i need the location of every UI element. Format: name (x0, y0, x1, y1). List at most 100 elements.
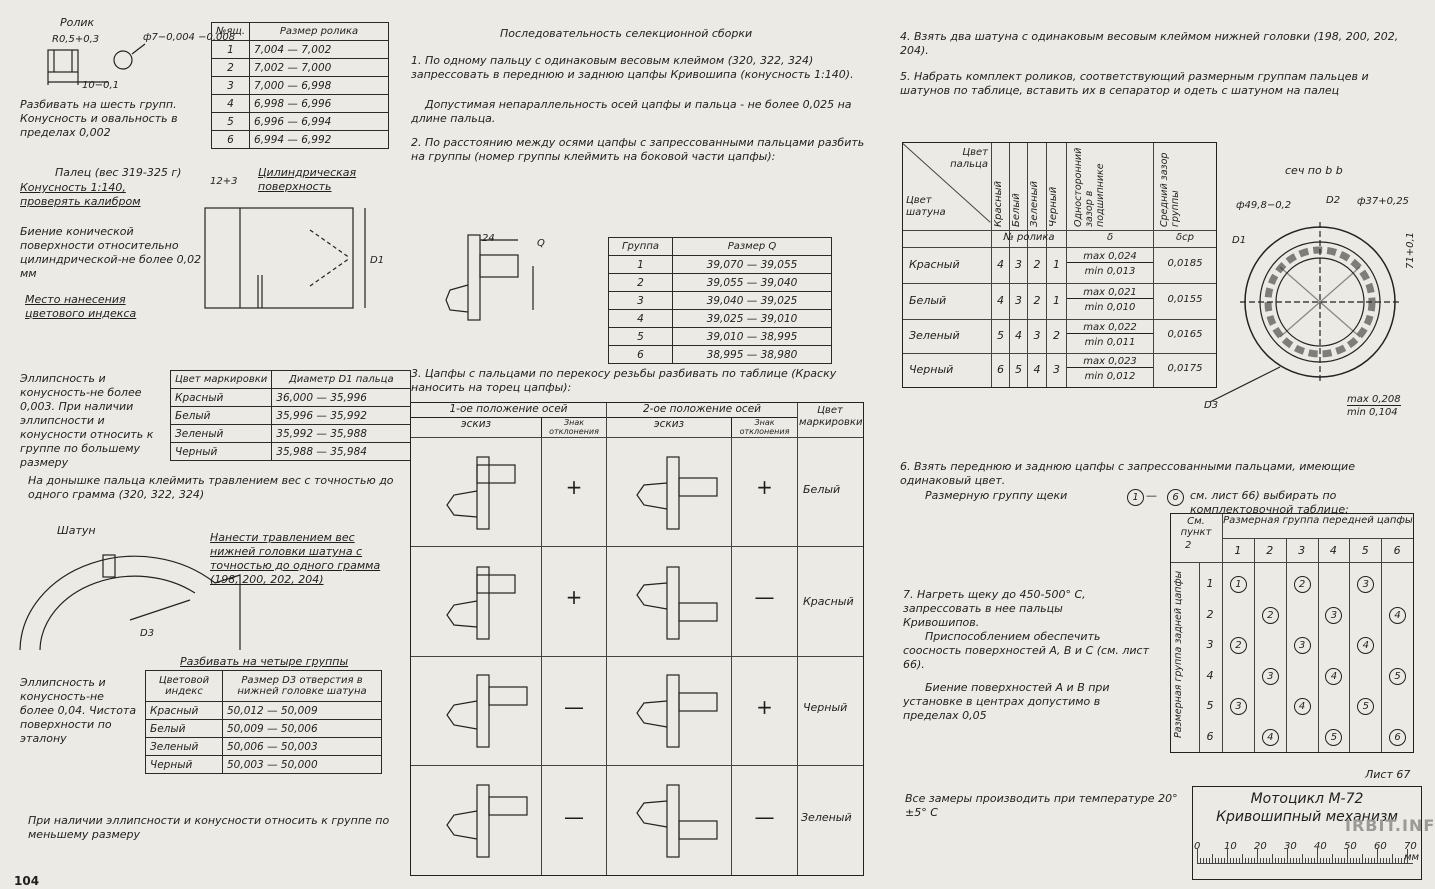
scale-tick (1344, 858, 1345, 863)
scale-tick (1320, 858, 1321, 863)
ct-col: Белый (1011, 193, 1022, 227)
pin-ellipse-note: Эллипсность и конусность-не более 0,003.… (20, 372, 154, 469)
scale-tick (1296, 858, 1297, 863)
ct-min: min 0,013 (1084, 266, 1136, 277)
matrix-cell-circle: 3 (1261, 667, 1279, 685)
matrix-cell-circle: 1 (1229, 576, 1247, 594)
scale-tick (1380, 858, 1381, 863)
scale-tick (1362, 854, 1363, 863)
pos-head-1: 1-ое положение осей (411, 403, 607, 418)
ct-row-color: Белый (909, 294, 947, 307)
scale-label: 50 (1344, 841, 1357, 852)
pos-sub-sketch1: эскиз (411, 418, 542, 438)
matrix-corner-b: 2 (1185, 540, 1192, 551)
scale-tick (1353, 858, 1354, 863)
rod-ellipse-note: Эллипсность и конусность-не более 0,04. … (20, 676, 137, 745)
scale-tick (1326, 858, 1327, 863)
scale-tick (1218, 858, 1219, 863)
d1-label: D1 (1232, 235, 1247, 246)
pin-th-1: Диаметр D1 пальца (271, 370, 412, 389)
scale-tick (1242, 854, 1243, 863)
pin-index-place: Место нанесения цветового индекса (25, 293, 137, 320)
title-line-1: Мотоцикл М-72 (1250, 791, 1364, 807)
pos-head-color: Цвет маркировки (799, 405, 863, 428)
scale-tick (1338, 858, 1339, 863)
ct-avg: 0,0185 (1167, 258, 1203, 269)
scale-tick (1227, 849, 1228, 863)
scale-tick (1371, 858, 1372, 863)
scale-tick (1278, 858, 1279, 863)
pin-sketch (204, 207, 366, 309)
journal-sketch (445, 234, 534, 321)
pos-sketch (636, 566, 718, 640)
pos-sign: + (756, 695, 773, 719)
matrix-corner-a: См. пункт (1180, 516, 1212, 538)
scale-tick (1347, 849, 1348, 863)
seq-step1: 1. По одному пальцу с одинаковым весовым… (411, 54, 854, 81)
sequence-title: Последовательность селекционной сборки (500, 27, 753, 40)
scale-tick (1200, 858, 1201, 863)
pos-sketch (446, 674, 528, 748)
scale-tick (1293, 858, 1294, 863)
scale-tick (1224, 858, 1225, 863)
ct-sub-n: № ролика (1003, 232, 1055, 243)
scale-tick (1359, 858, 1360, 863)
ct-col: Средний зазор группы (1159, 152, 1181, 227)
matrix-cell-circle: 2 (1293, 576, 1311, 594)
clear-max: max 0,208 (1347, 394, 1401, 406)
matrix-cell-circle: 4 (1357, 637, 1375, 655)
matrix-cell-circle: 3 (1293, 637, 1311, 655)
ct-num: 2 (1053, 329, 1060, 342)
scale-tick (1368, 858, 1369, 863)
pin-title: Палец (вес 319-325 г) (55, 166, 182, 179)
scale-tick (1401, 858, 1402, 863)
scale-tick (1221, 858, 1222, 863)
section-title: сеч по b b (1285, 164, 1343, 177)
pos-sign: + (565, 585, 583, 609)
scale-tick (1365, 858, 1366, 863)
seq-step2: 2. По расстоянию между осями цапфы с зап… (411, 136, 865, 163)
scale-tick (1269, 858, 1270, 863)
pos-sign: — (754, 805, 775, 829)
roller-sketch (47, 43, 146, 85)
ct-corner-bot: Цвет шатуна (906, 195, 946, 218)
pos-color: Зеленый (801, 811, 852, 824)
circle-6: 6 (1167, 489, 1184, 506)
ct-num: 4 (1033, 363, 1041, 376)
ct-col: Зеленый (1029, 180, 1040, 227)
scale-tick (1251, 858, 1252, 863)
step7b: Приспособлением обеспечить соосность пов… (903, 630, 1150, 671)
scale-tick (1212, 854, 1213, 863)
pos-sub-sign1: Знак отклонения (542, 418, 607, 436)
matrix-table: См. пункт 2 Размерная группа передней ца… (1170, 513, 1414, 753)
scale-tick (1260, 858, 1261, 863)
ct-num: 3 (1015, 258, 1022, 271)
q-th-0: Группа (608, 237, 673, 256)
dim-49: ф49,8−0,2 (1236, 200, 1292, 211)
scale-tick (1245, 858, 1246, 863)
pos-sketch (446, 784, 528, 858)
pos-sign: + (756, 475, 773, 499)
journal-dim24: 24 (482, 233, 495, 244)
ct-num: 4 (997, 294, 1004, 307)
d2-label: D2 (1326, 195, 1341, 206)
ct-sub-avg: δср (1176, 232, 1194, 243)
rod-th-0: Цветовой индекс (145, 670, 223, 702)
ct-col: Односторонний зазор в подшипнике (1073, 147, 1106, 227)
pos-sketch (446, 456, 516, 530)
scale-label: 30 (1284, 841, 1297, 852)
roller-th-0: №ящ. (210, 22, 251, 41)
matrix-row-label: 3 (1206, 638, 1214, 652)
scale-tick (1323, 858, 1324, 863)
pos-sketch (636, 784, 718, 858)
matrix-row-label: 2 (1206, 607, 1214, 621)
scale-tick (1302, 854, 1303, 863)
roller-title: Ролик (60, 16, 95, 29)
